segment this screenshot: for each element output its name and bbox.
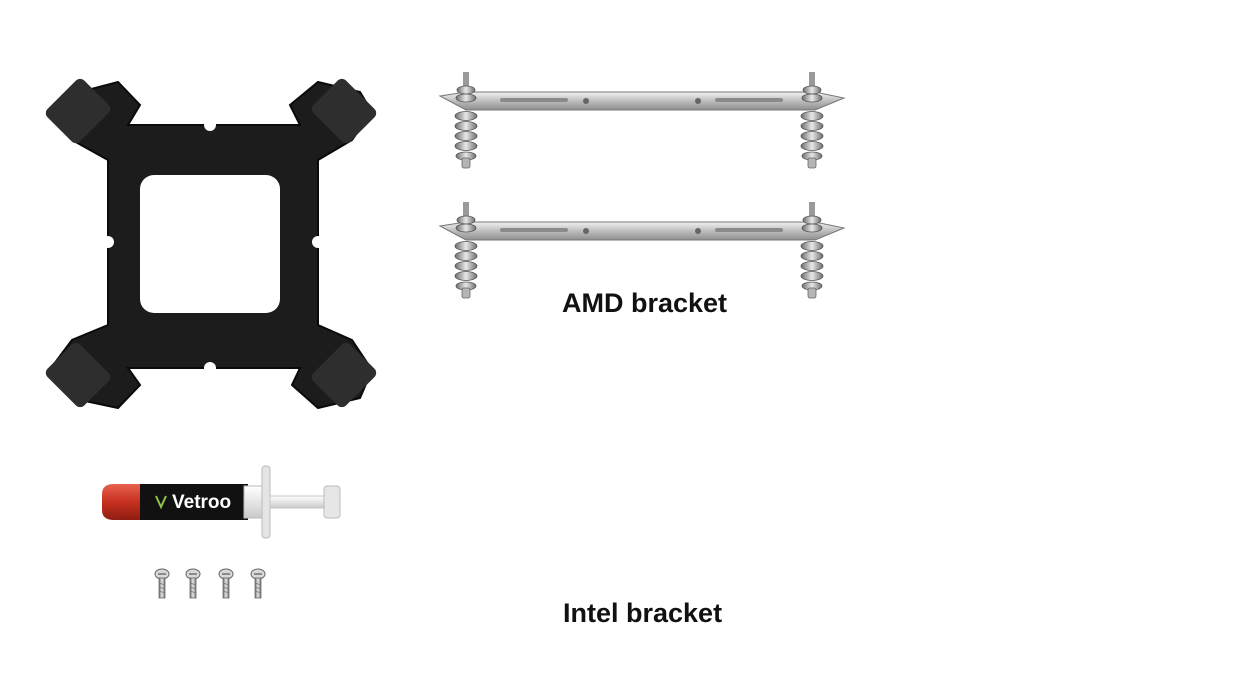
screw-set bbox=[154, 568, 266, 599]
thermal-paste-syringe: Vetroo bbox=[102, 465, 341, 539]
amd-bracket-1 bbox=[438, 71, 846, 169]
syringe-brand-text: Vetroo bbox=[172, 492, 231, 513]
backplate bbox=[45, 78, 377, 410]
intel-bracket-label: Intel bracket bbox=[563, 598, 723, 628]
amd-bracket-label: AMD bracket bbox=[562, 288, 728, 318]
amd-bracket-2 bbox=[438, 201, 846, 299]
